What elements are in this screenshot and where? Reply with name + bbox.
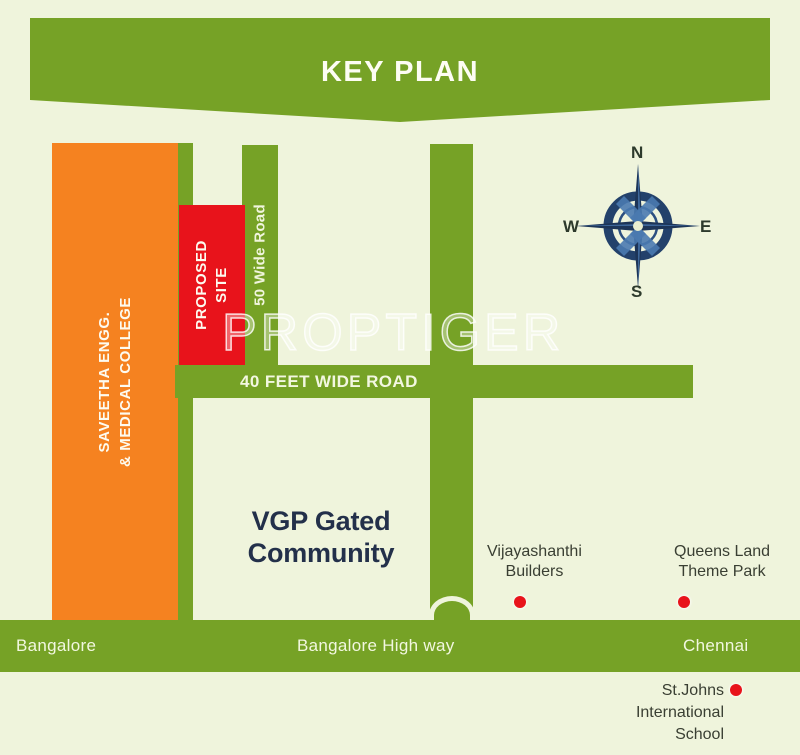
saveetha-college-label-line1: SAVEETHA ENGG. bbox=[96, 311, 113, 452]
vgp-gated-community-label: VGP Gated Community bbox=[216, 505, 426, 569]
compass-label-east: E bbox=[700, 217, 712, 236]
saveetha-college-label-line2: & MEDICAL COLLEGE bbox=[117, 296, 134, 467]
road-50-wide: 50 Wide Road bbox=[242, 145, 278, 365]
saveetha-college-label: SAVEETHA ENGG. & MEDICAL COLLEGE bbox=[94, 297, 136, 467]
proposed-site-label-line1: PROPOSED bbox=[193, 240, 210, 330]
compass-label-west: W bbox=[563, 217, 580, 236]
compass-rose-icon: N S W E bbox=[560, 140, 720, 310]
banner-title-wrap: KEY PLAN bbox=[30, 18, 770, 100]
saveetha-college-block: SAVEETHA ENGG. & MEDICAL COLLEGE bbox=[52, 143, 178, 620]
proposed-site-block: PROPOSED SITE bbox=[179, 205, 245, 365]
poi-queens-line1: Queens Land bbox=[674, 543, 771, 560]
poi-queens-land-marker-icon bbox=[678, 596, 690, 608]
highway-label-bangalore-left: Bangalore bbox=[16, 636, 97, 655]
poi-stjohns-line1: St.Johns bbox=[661, 682, 724, 699]
page-title: KEY PLAN bbox=[320, 56, 480, 88]
highway-label-chennai: Chennai bbox=[683, 636, 749, 655]
proposed-site-label: PROPOSED SITE bbox=[192, 240, 232, 330]
poi-vijayashanthi-marker-icon bbox=[514, 596, 526, 608]
poi-vijayashanthi-builders: Vijayashanthi Builders bbox=[487, 542, 582, 582]
vgp-label-line1: VGP Gated bbox=[251, 506, 391, 536]
poi-vijayashanthi-line1: Vijayashanthi bbox=[487, 543, 582, 560]
key-plan-banner bbox=[30, 18, 770, 100]
banner-chevron-shape bbox=[30, 100, 770, 122]
poi-queens-land-theme-park: Queens Land Theme Park bbox=[674, 542, 770, 582]
poi-queens-line2: Theme Park bbox=[678, 563, 766, 580]
road-40-feet-wide-label: 40 FEET WIDE ROAD bbox=[240, 372, 418, 391]
poi-stjohns-line2: International bbox=[635, 704, 724, 721]
proposed-site-label-line2: SITE bbox=[213, 267, 230, 303]
road-50-wide-label: 50 Wide Road bbox=[251, 204, 269, 306]
road-40-feet-wide: 40 FEET WIDE ROAD bbox=[175, 365, 693, 398]
compass-label-north: N bbox=[631, 143, 644, 162]
highway-label-center: Bangalore High way bbox=[297, 636, 455, 655]
poi-st-johns-international-school: St.Johns International School bbox=[636, 680, 724, 746]
poi-stjohns-line3: School bbox=[675, 726, 724, 743]
compass-label-south: S bbox=[631, 282, 643, 301]
poi-vijayashanthi-line2: Builders bbox=[505, 563, 564, 580]
road-junction-arc bbox=[429, 596, 475, 622]
vgp-label-line2: Community bbox=[247, 538, 395, 568]
bangalore-highway-band: Bangalore Bangalore High way Chennai bbox=[0, 620, 800, 672]
poi-st-johns-marker-icon bbox=[730, 684, 742, 696]
